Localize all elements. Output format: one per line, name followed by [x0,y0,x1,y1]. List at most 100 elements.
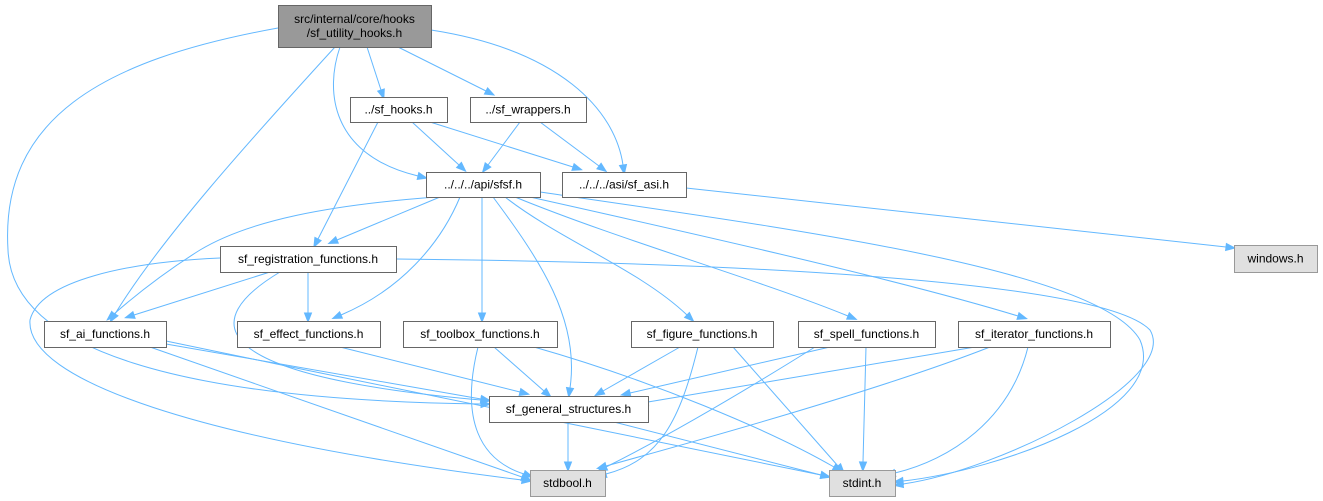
edge-sf-toolbox-functions-to-stdint [533,346,835,468]
node-root[interactable]: src/internal/core/hooks/sf_utility_hooks… [278,5,432,48]
edge-root-to-sf-hooks-arrowhead [376,88,385,100]
node-box [829,470,896,497]
edge-sf-hooks-to-sf-registration-functions-arrowhead [313,236,322,249]
node-label: sf_general_structures.h [506,402,631,416]
node-box [958,321,1111,348]
node-label: sf_toolbox_functions.h [420,327,539,341]
edge-sf-iterator-functions-to-stdbool [605,346,991,467]
edge-sfsf-to-sf-figure-functions [504,196,688,316]
edge-sfsf-to-sf-iterator-functions [529,196,1019,317]
edge-sf-toolbox-functions-to-sf-general-structures-arrowhead [540,387,552,398]
edge-sf-hooks-to-sfsf-arrowhead [455,161,467,173]
edge-sf-iterator-functions-to-sf-general-structures [647,346,976,403]
node-box [403,321,558,348]
edge-sfsf-to-sf-ai-functions [113,196,437,315]
edge-sf-general-structures-to-stdint-arrowhead [819,470,832,479]
edge-sfsf-to-sf-ai-functions-arrowhead [106,310,118,321]
edge-sfsf-to-sf-effect-functions-arrowhead [331,310,344,320]
node-stdbool: stdbool.h [530,470,606,497]
node-box [278,5,432,48]
edge-root-to-sf-asi [430,29,624,166]
edge-sf-asi-to-windows-arrowhead [1225,242,1237,252]
node-sf-figure-functions[interactable]: sf_figure_functions.h [631,321,774,348]
edge-sfsf-to-sf-registration-functions [336,196,441,241]
edge-sfsf-to-sf-general-structures-arrowhead [565,386,575,399]
node-sf-hooks[interactable]: ../sf_hooks.h [350,97,448,123]
edge-sf-iterator-functions-to-stdbool-arrowhead [595,461,608,470]
edge-root-to-sfsf-arrowhead [416,171,429,180]
edge-sfsf-to-sf-toolbox-functions-arrowhead [477,312,487,324]
nodes-layer: src/internal/core/hooks/sf_utility_hooks… [44,5,1318,497]
edge-sf-registration-functions-to-stdbool [29,257,523,481]
edge-sf-ai-functions-to-sf-general-structures [165,343,482,400]
node-windows: windows.h [1234,245,1318,273]
edge-sf-figure-functions-to-stdint [732,346,839,467]
edge-sf-figure-functions-to-sf-general-structures-arrowhead [593,387,606,397]
node-stdint: stdint.h [829,470,896,497]
edge-sfsf-to-sf-registration-functions-arrowhead [327,235,340,245]
edge-sfsf-to-sf-spell-functions-arrowhead [845,311,858,320]
node-label: ../../../asi/sf_asi.h [579,178,669,192]
edge-sf-hooks-to-sfsf [411,121,460,166]
edge-sf-figure-functions-to-sf-general-structures [602,346,681,392]
edge-sf-toolbox-functions-to-sf-general-structures [493,346,545,392]
edge-sf-ai-functions-to-sf-general-structures-arrowhead [479,394,492,404]
node-box [489,396,649,423]
edge-sf-wrappers-to-sfsf [487,121,521,166]
node-box [350,97,448,123]
node-label: sf_spell_functions.h [814,327,919,341]
edge-sfsf-to-stdint [539,191,1144,482]
node-sf-asi[interactable]: ../../../asi/sf_asi.h [562,172,687,198]
node-sf-spell-functions[interactable]: sf_spell_functions.h [798,321,936,348]
edge-sf-spell-functions-to-stdbool [605,346,816,468]
edge-sf-general-structures-to-stdint [613,421,822,476]
edge-sf-hooks-to-sf-registration-functions [317,121,379,240]
edge-sf-wrappers-to-sfsf-arrowhead [481,162,492,174]
edge-sfsf-to-sf-effect-functions [340,196,461,316]
edge-sfsf-to-sf-spell-functions [514,196,849,317]
node-sf-registration-functions[interactable]: sf_registration_functions.h [220,246,397,273]
edge-sfsf-to-sf-figure-functions-arrowhead [683,311,695,323]
node-box [220,246,397,273]
edge-root-to-sfsf [332,46,419,177]
node-sf-general-structures[interactable]: sf_general_structures.h [489,396,649,423]
node-label: ../sf_hooks.h [364,103,432,117]
edge-sf-spell-functions-to-sf-general-structures [629,346,831,394]
edge-sf-figure-functions-to-stdbool [605,346,699,475]
edge-sfsf-to-sf-iterator-functions-arrowhead [1016,311,1028,320]
node-box [470,97,587,123]
edge-root-to-sf-ai-functions [114,46,336,315]
edge-sfsf-to-sf-general-structures [492,196,572,389]
edge-sf-effect-functions-to-sf-general-structures [339,346,521,393]
node-label: ../sf_wrappers.h [485,103,570,117]
node-sfsf[interactable]: ../../../api/sfsf.h [426,172,541,198]
node-label: stdint.h [843,476,882,490]
edge-sf-effect-functions-to-sf-general-structures-arrowhead [518,387,531,396]
node-label: sf_figure_functions.h [647,327,758,341]
edge-sf-spell-functions-to-stdint [862,346,867,463]
node-sf-iterator-functions[interactable]: sf_iterator_functions.h [958,321,1111,348]
edge-sf-registration-functions-to-sf-ai-functions-arrowhead [124,310,136,319]
edge-sf-ai-functions-to-stdbool [149,346,523,478]
edge-sf-spell-functions-to-stdint-arrowhead [858,461,868,473]
edge-sf-hooks-to-sf-asi-arrowhead [571,162,583,171]
edge-sf-spell-functions-to-sf-general-structures-arrowhead [619,388,632,398]
node-label: sf_iterator_functions.h [975,327,1093,341]
node-label: sf_effect_functions.h [254,327,364,341]
node-sf-wrappers[interactable]: ../sf_wrappers.h [470,97,587,123]
node-sf-effect-functions[interactable]: sf_effect_functions.h [237,321,381,348]
node-label: /sf_utility_hooks.h [307,26,402,40]
node-sf-ai-functions[interactable]: sf_ai_functions.h [44,321,167,348]
edge-sf-registration-functions-to-sf-effect-functions-arrowhead [303,312,313,324]
node-label: ../../../api/sfsf.h [444,178,522,192]
edge-root-to-sf-hooks [366,46,382,91]
edge-root-to-sf-wrappers-arrowhead [483,87,496,96]
node-box [426,172,541,198]
edge-sf-wrappers-to-sf-asi-arrowhead [596,162,608,173]
node-sf-toolbox-functions[interactable]: sf_toolbox_functions.h [403,321,558,348]
edge-sf-wrappers-to-sf-asi [539,121,600,167]
node-label: sf_ai_functions.h [60,327,150,341]
edges-layer [7,27,1237,489]
node-box [530,470,606,497]
